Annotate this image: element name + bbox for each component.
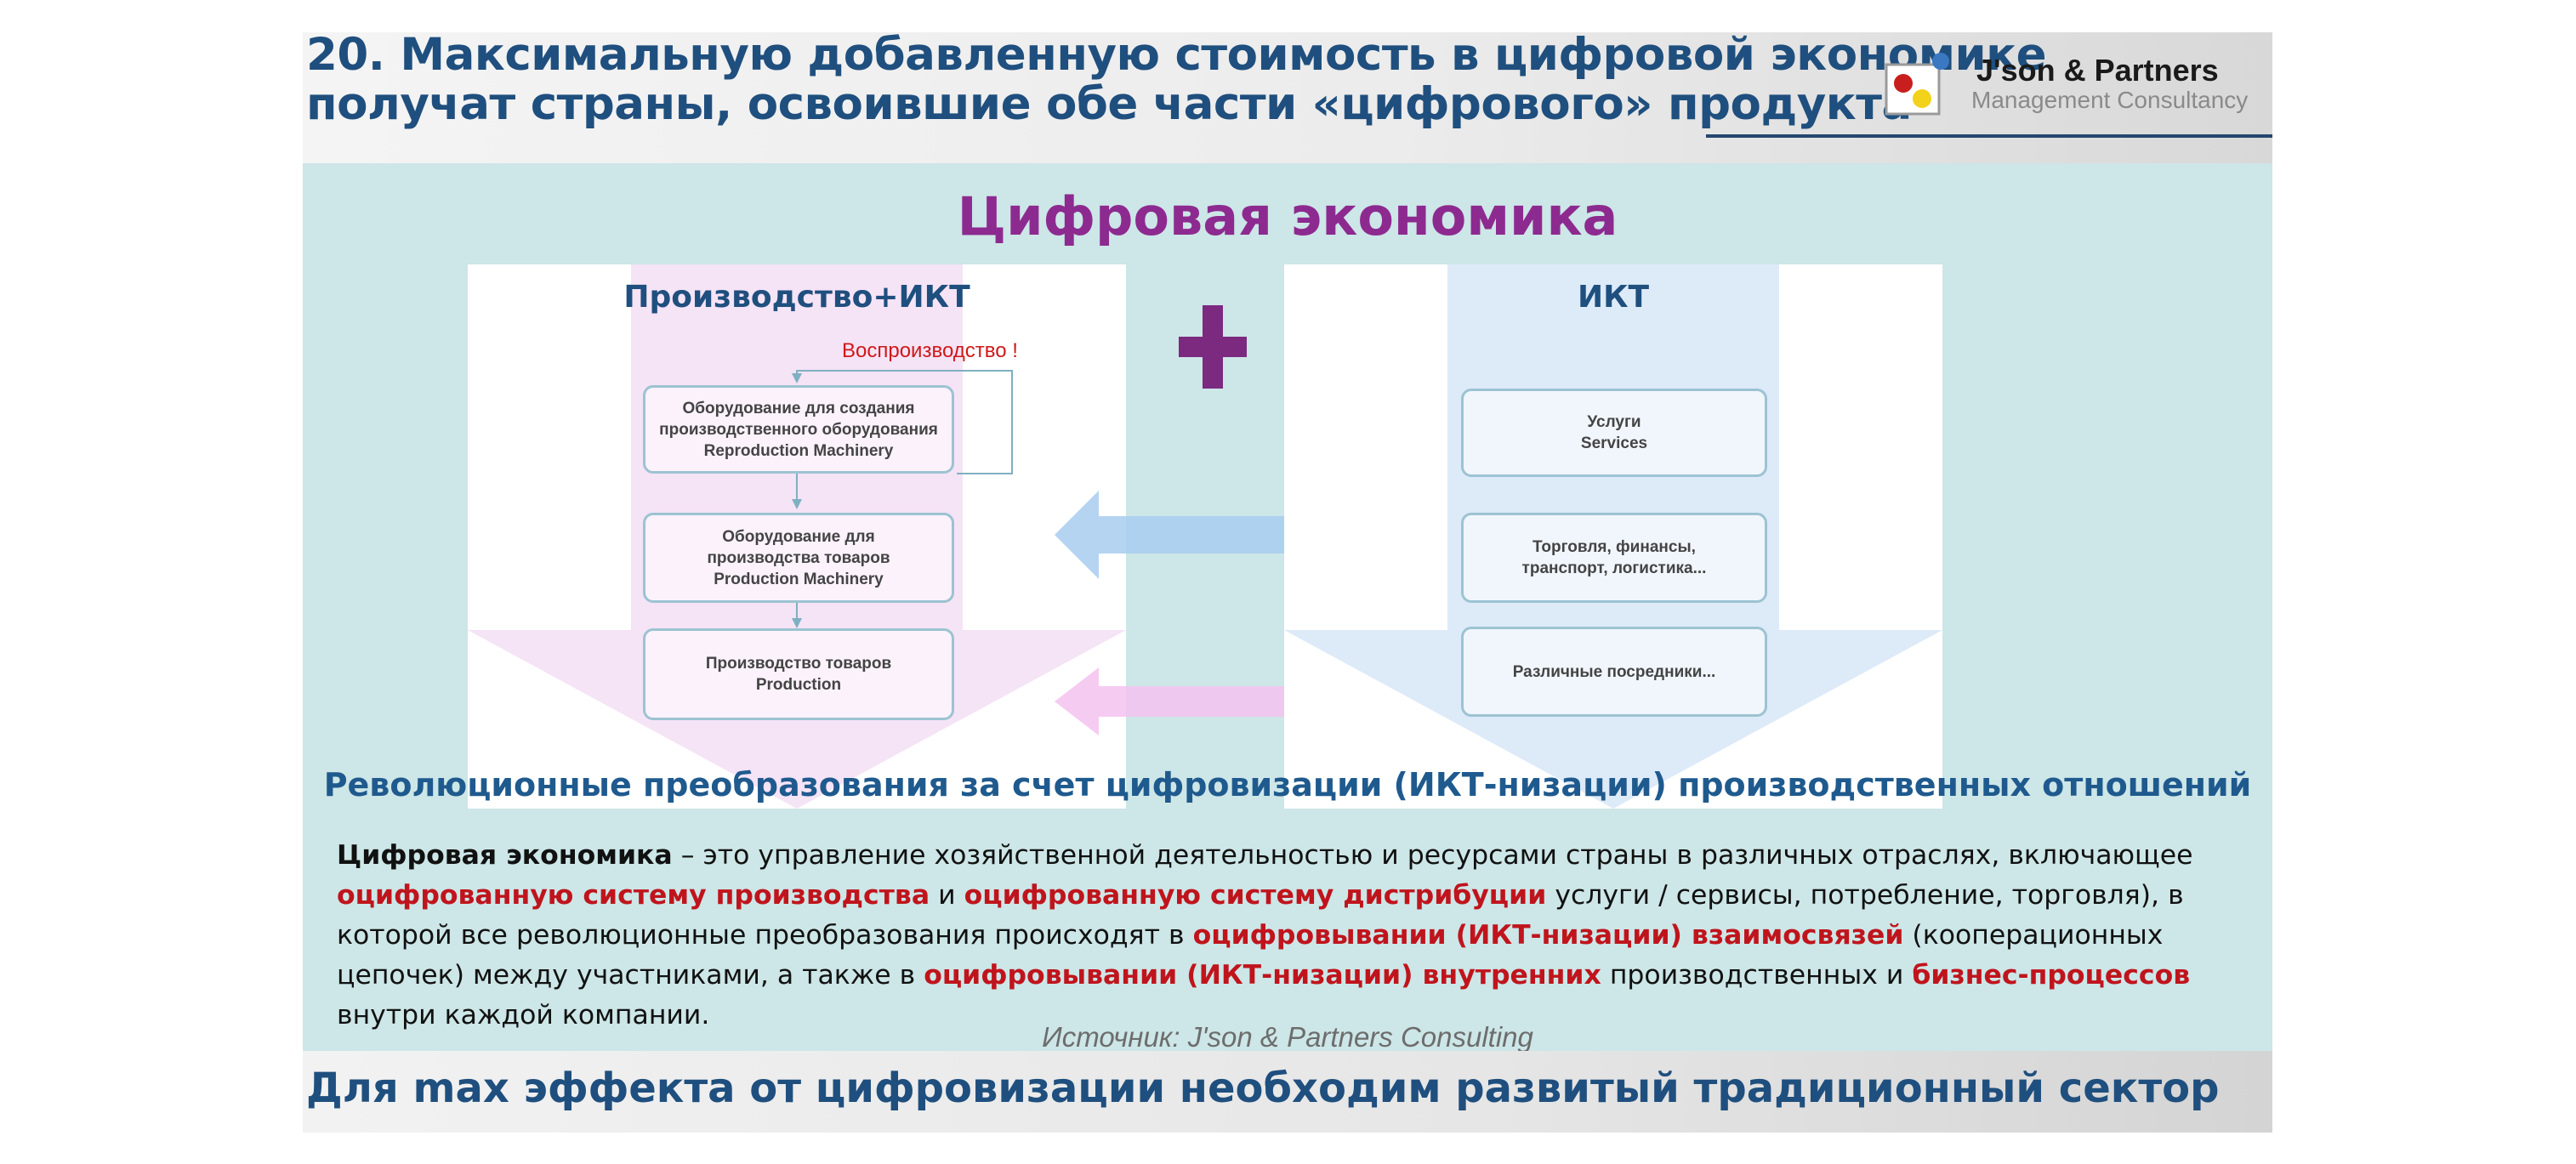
- box-intermediaries: Различные посредники...: [1461, 627, 1767, 717]
- para-text: производственных и: [1601, 960, 1913, 991]
- highlight-text: оцифрованную систему дистрибуции: [964, 880, 1547, 911]
- right-panel: ИКТ Услуги Services Торговля, финансы, т…: [1284, 264, 1942, 809]
- box-text: Services: [1580, 434, 1648, 452]
- box-text: Оборудование для: [722, 527, 875, 546]
- box-text: Торговля, финансы,: [1533, 538, 1696, 556]
- footer-text: Для max эффекта от цифровизации необходи…: [306, 1065, 2220, 1112]
- left-panel-title: Производство+ИКТ: [623, 280, 970, 315]
- definition-paragraph: Цифровая экономика – это управление хозя…: [337, 836, 2242, 1036]
- para-text: внутри каждой компании.: [337, 1000, 710, 1031]
- para-text: – это управление хозяйственной деятельно…: [672, 840, 2193, 871]
- box-text: Производство товаров: [705, 655, 892, 673]
- box-text: производства товаров: [707, 548, 890, 567]
- logo-tagline: Management Consultancy: [1971, 87, 2249, 113]
- highlight-text: оцифровывании (ИКТ-низации) взаимосвязей: [1192, 920, 1904, 951]
- flow-connectors: [792, 370, 1013, 628]
- logo-icon: [1885, 53, 1949, 116]
- box-text: Production: [755, 676, 842, 694]
- para-text: и: [930, 880, 964, 911]
- diagram: Производство+ИКТ Воспроизводство ! Обору…: [468, 264, 2107, 809]
- box-reproduction-machinery: Оборудование для создания производственн…: [643, 385, 954, 474]
- box-text: Различные посредники...: [1512, 662, 1716, 681]
- reproduction-label: Воспроизводство !: [842, 339, 1018, 362]
- source-note: Источник: J'son & Partners Consulting: [1042, 1021, 1533, 1053]
- blue-double-arrow: [1055, 491, 1364, 579]
- slide: 20. Максимальную добавленную стоимость в…: [303, 32, 2272, 1133]
- box-production: Производство товаров Production: [643, 628, 954, 720]
- para-text: (кооперационных цепочек) между участника…: [337, 920, 2164, 991]
- box-text: Production Machinery: [714, 570, 884, 588]
- box-production-machinery: Оборудование для производства товаров Pr…: [643, 513, 954, 603]
- box-text: Оборудование для создания: [682, 399, 915, 417]
- para-text: услуги / сервисы, потребление, торговля)…: [337, 880, 2184, 951]
- box-text: производственного оборудования: [659, 420, 938, 439]
- box-trade-finance: Торговля, финансы, транспорт, логистика.…: [1461, 513, 1767, 603]
- term-bold: Цифровая экономика: [337, 840, 673, 871]
- highlight-text: оцифровывании (ИКТ-низации) внутренних: [924, 960, 1601, 991]
- logo-name: J'son & Partners: [1976, 53, 2219, 88]
- header-bar: 20. Максимальную добавленную стоимость в…: [303, 32, 2272, 163]
- left-panel: Производство+ИКТ Воспроизводство ! Обору…: [468, 264, 1126, 809]
- double-arrows: [1055, 491, 1364, 735]
- highlight-text: оцифрованную систему производства: [337, 880, 930, 911]
- right-panel-title: ИКТ: [1577, 280, 1650, 315]
- box-text: транспорт, логистика...: [1521, 559, 1707, 577]
- diagram-subtitle: Революционные преобразования за счет циф…: [323, 766, 2252, 803]
- plus-icon: [1179, 305, 1247, 389]
- slide-title: 20. Максимальную добавленную стоимость в…: [306, 32, 2047, 130]
- slide-title-line1: 20. Максимальную добавленную стоимость в…: [306, 32, 2047, 81]
- slide-title-line2: получат страны, освоившие обе части «циф…: [306, 78, 1912, 130]
- pink-double-arrow: [1055, 667, 1364, 735]
- footer-bar: Для max эффекта от цифровизации необходи…: [303, 1051, 2272, 1133]
- headline: Цифровая экономика: [957, 185, 1618, 247]
- header-divider: [1706, 134, 2272, 138]
- box-text: Reproduction Machinery: [703, 441, 894, 460]
- highlight-text: бизнес-процессов: [1912, 960, 2191, 991]
- box-text: Услуги: [1587, 413, 1641, 431]
- box-services: Услуги Services: [1461, 389, 1767, 477]
